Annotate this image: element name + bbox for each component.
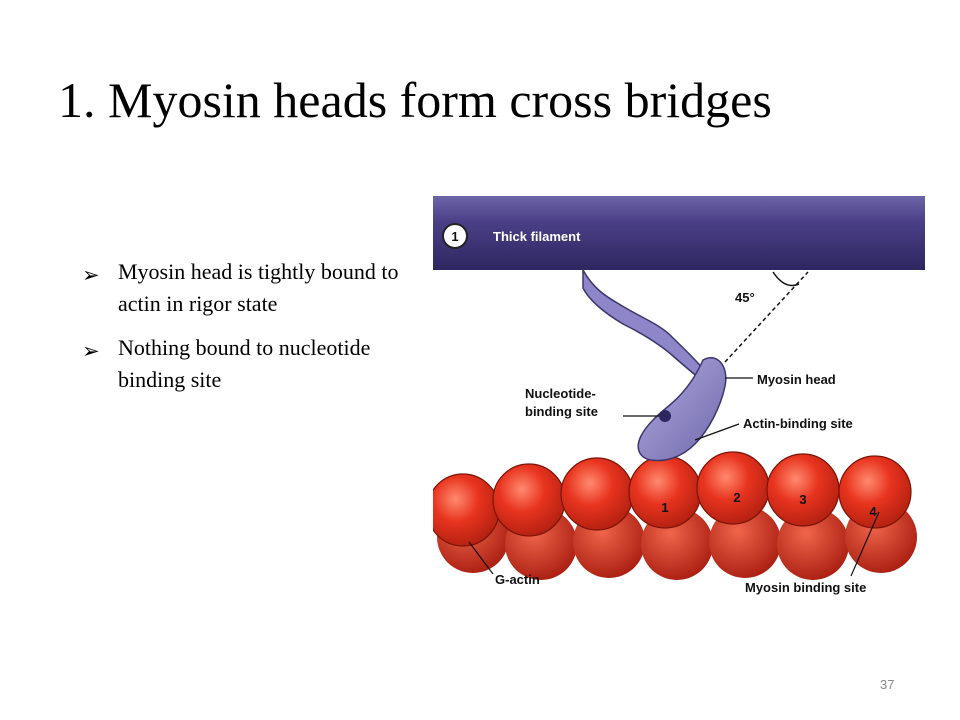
myosin-head bbox=[637, 357, 727, 462]
angle-arc bbox=[772, 271, 800, 287]
nucleotide-pocket bbox=[659, 410, 671, 422]
nucleotide-label-2: binding site bbox=[525, 404, 598, 419]
actin-front-row bbox=[433, 451, 912, 547]
bullet-item: ➢ Nothing bound to nucleotide binding si… bbox=[82, 332, 402, 396]
thick-filament-label: Thick filament bbox=[493, 229, 581, 244]
myosin-binding-label: Myosin binding site bbox=[745, 580, 866, 595]
actin-number-2: 2 bbox=[733, 490, 740, 505]
g-actin-label: G-actin bbox=[495, 572, 540, 587]
angle-label: 45° bbox=[735, 290, 755, 305]
actin-binding-leader bbox=[694, 423, 740, 441]
step-number: 1 bbox=[451, 229, 458, 244]
bullet-text: Nothing bound to nucleotide binding site bbox=[118, 335, 371, 392]
bullet-text: Myosin head is tightly bound to actin in… bbox=[118, 259, 399, 316]
slide-title: 1. Myosin heads form cross bridges bbox=[58, 72, 772, 128]
bullet-list: ➢ Myosin head is tightly bound to actin … bbox=[82, 256, 402, 408]
bullet-item: ➢ Myosin head is tightly bound to actin … bbox=[82, 256, 402, 320]
cross-bridge-figure: 1 Thick filament 1 2 3 4 45° Myosin head… bbox=[433, 196, 925, 595]
arrow-bullet-icon: ➢ bbox=[82, 339, 100, 363]
actin-number-3: 3 bbox=[799, 492, 806, 507]
myosin-head-label: Myosin head bbox=[757, 372, 836, 387]
actin-number-1: 1 bbox=[661, 500, 668, 515]
myosin-neck bbox=[582, 267, 716, 392]
page-number: 37 bbox=[880, 677, 895, 692]
myosin-binding-leader bbox=[850, 511, 880, 577]
arrow-bullet-icon: ➢ bbox=[82, 263, 100, 287]
nucleotide-label-1: Nucleotide- bbox=[525, 386, 596, 401]
actin-number-4: 4 bbox=[869, 504, 877, 519]
step-badge bbox=[442, 223, 468, 249]
g-actin-leader bbox=[468, 541, 494, 575]
thick-filament bbox=[433, 196, 925, 270]
actin-binding-label: Actin-binding site bbox=[743, 416, 853, 431]
